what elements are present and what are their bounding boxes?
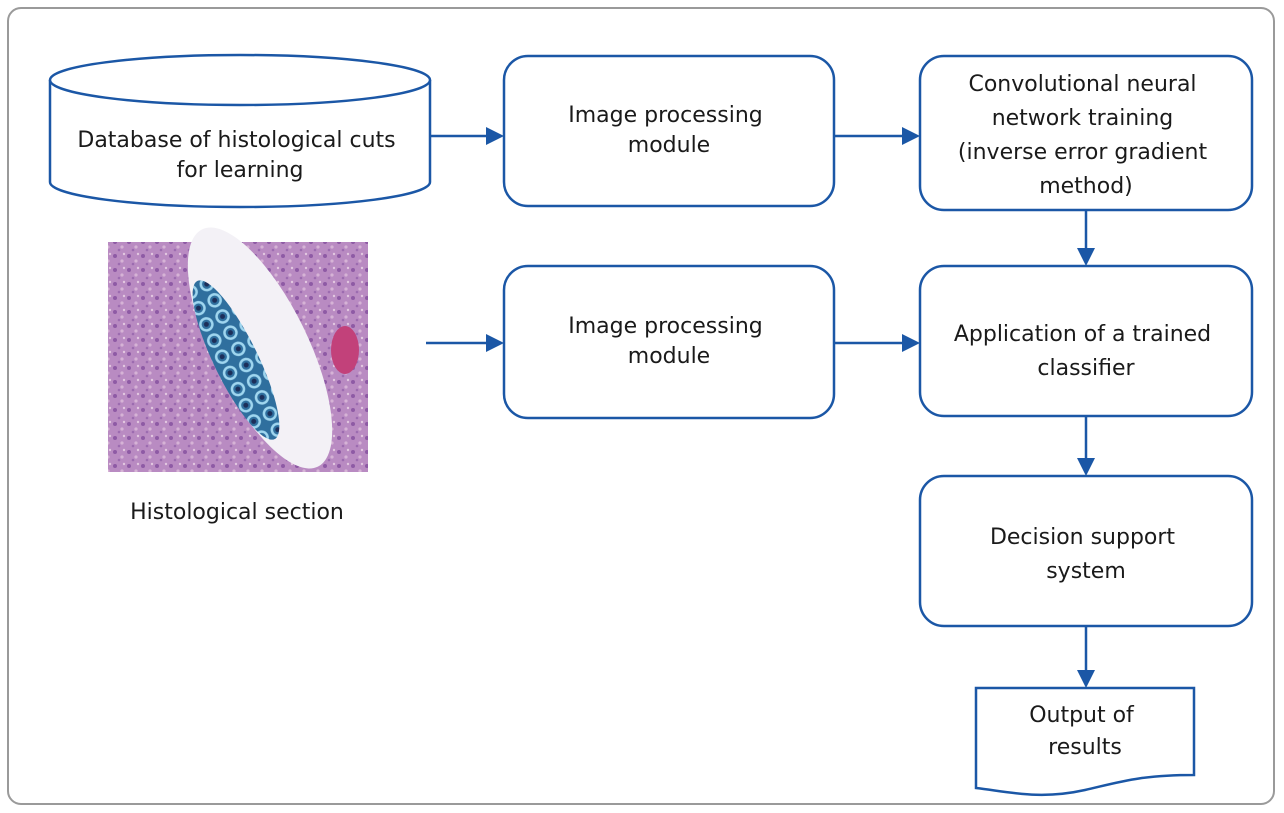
cnn-training-line-2: network training — [992, 106, 1174, 131]
image-processing-bottom-label: Image processing module — [568, 314, 769, 369]
decision-support-line-1: Decision support — [990, 525, 1175, 550]
image-processing-bottom-line-2: module — [628, 344, 710, 369]
database-label-line-2: for learning — [177, 158, 304, 183]
trained-classifier-line-2: classifier — [1037, 356, 1135, 381]
trained-classifier-line-1: Application of a trained — [954, 322, 1211, 347]
arrow-processing-to-classifier — [834, 334, 920, 352]
cnn-training-line-1: Convolutional neural — [968, 72, 1196, 97]
image-processing-top-line-1: Image processing — [568, 103, 762, 128]
image-processing-top-node: Image processing module — [502, 54, 836, 208]
cnn-training-node: Convolutional neural network training (i… — [918, 54, 1254, 212]
arrow-processing-to-training — [834, 127, 920, 145]
image-processing-bottom-line-1: Image processing — [568, 314, 762, 339]
histological-section-caption: Histological section — [130, 500, 344, 525]
arrow-database-to-processing — [430, 127, 504, 145]
trained-classifier-node: Application of a trained classifier — [918, 264, 1254, 418]
output-label: Output of results — [1029, 703, 1141, 760]
arrow-training-to-classifier — [1077, 210, 1095, 266]
image-processing-bottom-node: Image processing module — [502, 264, 836, 420]
histological-section-image — [108, 227, 368, 472]
arrow-section-to-processing — [426, 334, 504, 352]
output-line-2: results — [1048, 735, 1122, 760]
output-line-1: Output of — [1029, 703, 1135, 728]
decision-support-label: Decision support system — [990, 525, 1182, 584]
trained-classifier-label: Application of a trained classifier — [954, 322, 1218, 381]
cnn-training-line-3: (inverse error gradient — [958, 140, 1208, 165]
database-node: Database of histological cuts for learni… — [48, 53, 432, 209]
database-label: Database of histological cuts for learni… — [77, 128, 402, 183]
image-processing-top-line-2: module — [628, 133, 710, 158]
cnn-training-label: Convolutional neural network training (i… — [958, 72, 1214, 199]
decision-support-node: Decision support system — [918, 474, 1254, 628]
cnn-training-line-4: method) — [1039, 174, 1133, 199]
decision-support-line-2: system — [1046, 559, 1126, 584]
arrow-decision-to-output — [1077, 626, 1095, 688]
output-node: Output of results — [974, 686, 1196, 797]
image-processing-top-label: Image processing module — [568, 103, 769, 158]
arrow-classifier-to-decision — [1077, 416, 1095, 476]
database-label-line-1: Database of histological cuts — [77, 128, 395, 153]
diagram-frame — [7, 7, 1275, 805]
